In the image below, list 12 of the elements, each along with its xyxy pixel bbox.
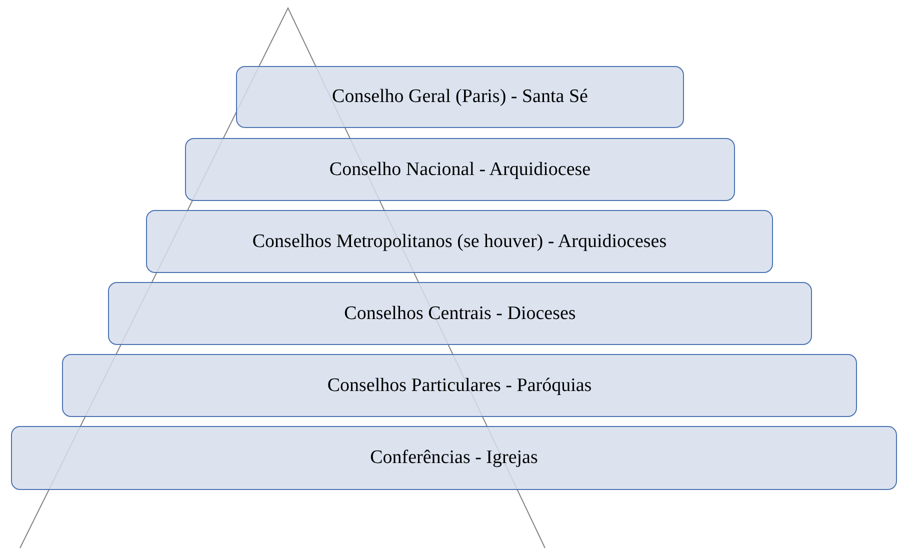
level-label: Conselho Nacional - Arquidiocese xyxy=(329,158,591,180)
level-box xyxy=(146,210,773,273)
level-label: Conselhos Centrais - Dioceses xyxy=(344,302,576,324)
level-box xyxy=(236,66,684,128)
level-label: Conselhos Particulares - Paróquias xyxy=(327,374,592,396)
level-label: Conferências - Igrejas xyxy=(370,447,538,469)
level-label: Conselhos Metropolitanos (se houver) - Arquidioceses xyxy=(252,230,667,252)
level-box xyxy=(11,426,897,490)
level-box xyxy=(62,354,857,417)
level-box xyxy=(185,138,735,201)
level-box xyxy=(108,282,812,345)
level-label: Conselho Geral (Paris) - Santa Sé xyxy=(332,86,588,108)
